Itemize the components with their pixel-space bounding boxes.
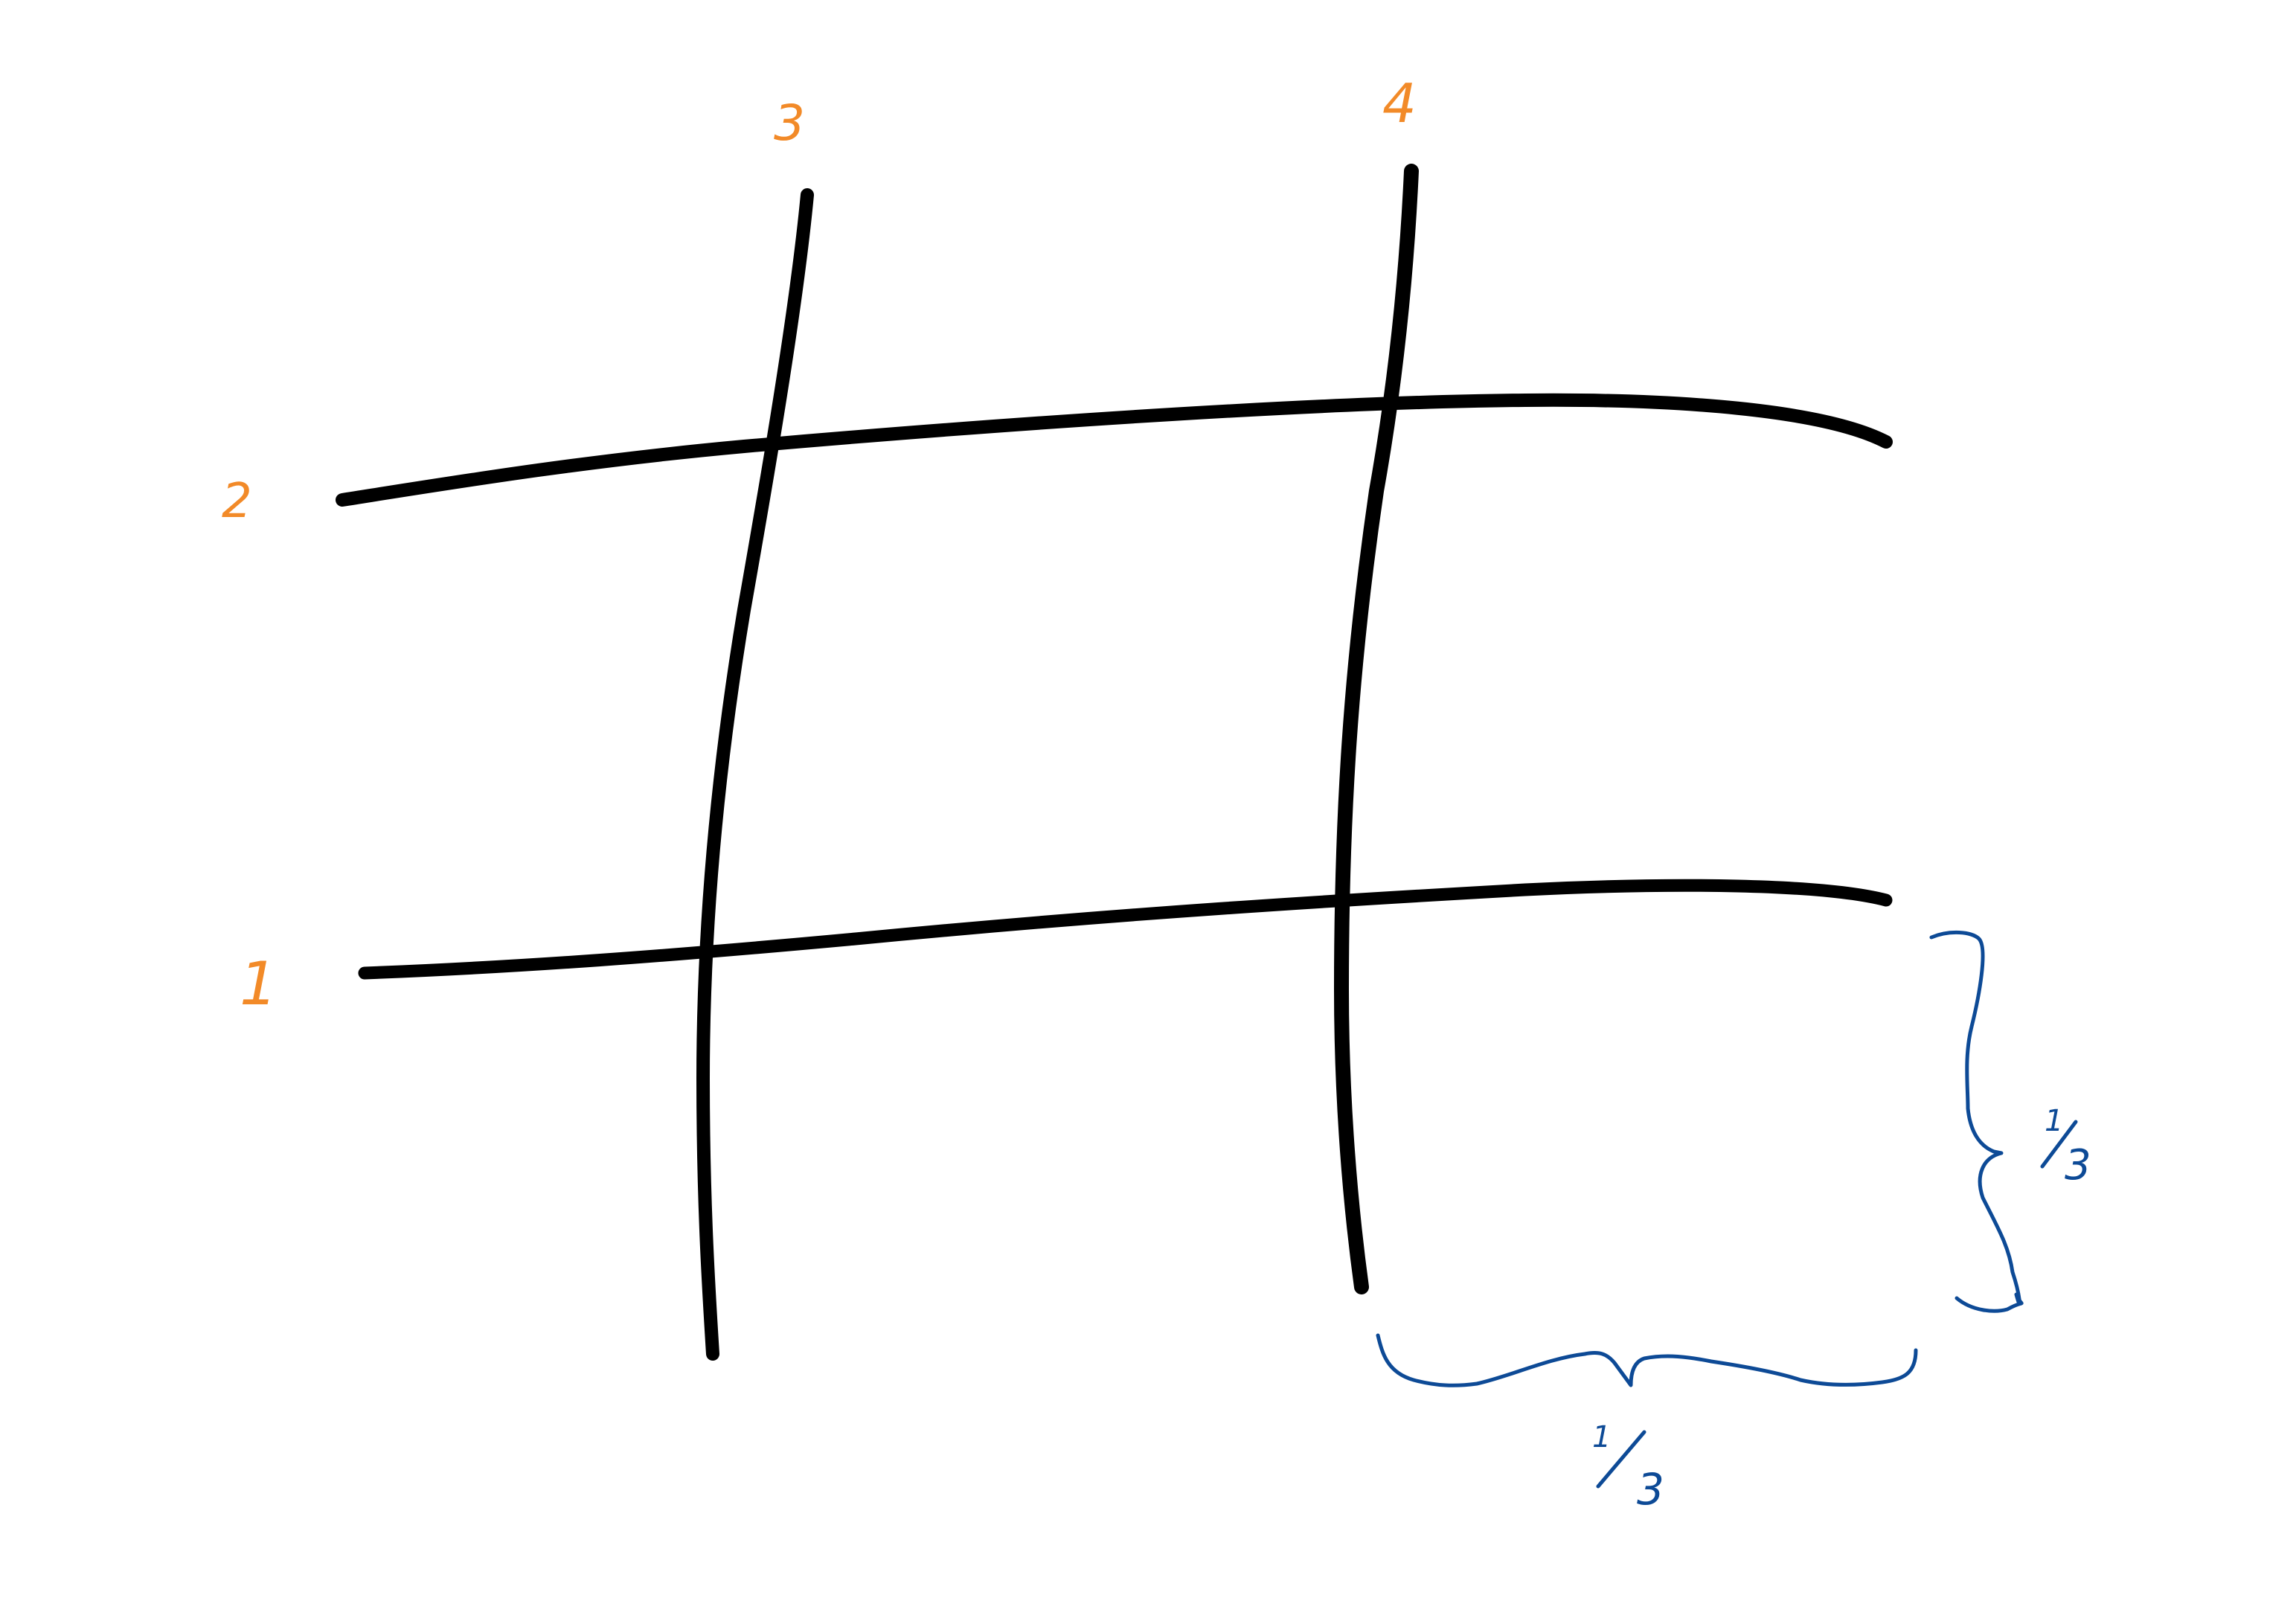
grid-line-1 [358,879,1893,980]
horizontal-third-brace [1376,1333,1918,1387]
line-label-2: 2 [222,474,252,529]
vertical-fraction-slash [2040,1120,2078,1169]
horizontal-fraction-numerator: 1 [1592,1420,1611,1454]
vertical-fraction-denominator: 3 [2065,1141,2091,1190]
grid-line-2 [336,393,1893,507]
horizontal-fraction-slash [1596,1430,1646,1489]
vertical-fraction-numerator: 1 [2045,1104,2063,1138]
vertical-fraction: 1 3 [2040,1104,2091,1190]
line-label-3: 3 [774,94,805,152]
horizontal-fraction-denominator: 3 [1637,1464,1664,1515]
vertical-third-brace [1929,930,2024,1313]
line-label-4: 4 [1382,72,1417,135]
line-label-1: 1 [240,949,278,1018]
grid-line-4 [1334,164,1419,1294]
horizontal-fraction: 1 3 [1592,1420,1664,1515]
grid-line-3 [696,188,814,1361]
